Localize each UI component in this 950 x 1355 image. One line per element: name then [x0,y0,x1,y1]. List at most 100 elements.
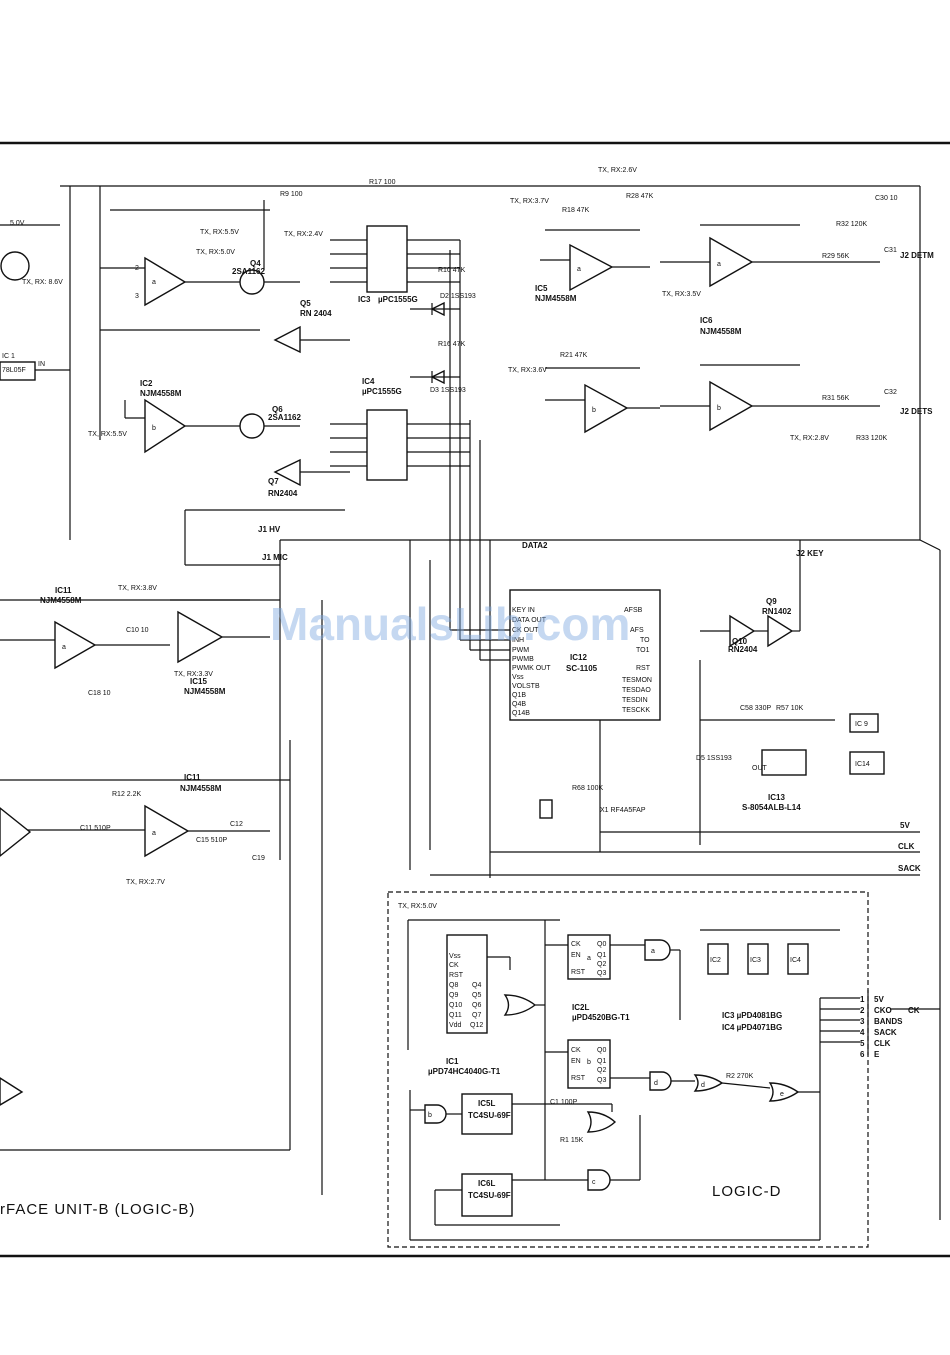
svg-text:IC 9: IC 9 [855,721,868,728]
svg-text:d: d [654,1080,658,1087]
svg-text:IN: IN [38,361,45,368]
ic9-box [849,713,879,733]
v-annot-5-5: TX, RX:5.5V [200,229,239,236]
r66-label: C18 10 [88,690,111,697]
ic1-part: µPD74HC4040G-T1 [428,1067,501,1076]
v-annot-2-4: TX, RX:2.4V [284,231,323,238]
ic3-timer: IC3 µPC1555G [330,225,460,304]
ic12-pin-afsb: AFSB [624,607,643,614]
ic2-power-box [707,943,729,975]
ic12-controller: IC12 SC-1105 KEY IN DATA OUT CK OUT INH … [509,589,661,721]
svg-text:Q3: Q3 [597,1077,606,1084]
ic2-part: NJM4558M [140,389,182,398]
svg-text:Q2: Q2 [597,1067,606,1074]
logic-part-ic3: IC3 µPD4081BG [722,1011,782,1020]
svg-text:a: a [152,279,156,286]
ic5l-part: TC4SU-69F [468,1111,511,1120]
r9-label: R9 100 [280,191,303,198]
svg-text:Q2: Q2 [597,961,606,968]
ic12-pin-q4b: Q4B [512,701,526,708]
opamp-ic2-a: a 2 3 [100,209,270,331]
ic12-pin-keyin: KEY IN [512,607,535,614]
svg-text:Q1: Q1 [597,1058,606,1065]
svg-text:CK: CK [908,1006,920,1015]
transistor-q9: Q9 RN1402 [754,540,801,648]
ic6l-ref: IC6L [478,1179,495,1188]
ic1-ref: IC1 [446,1057,459,1066]
svg-text:Q0: Q0 [597,1047,606,1054]
logic-d-title: LOGIC-D [712,1183,782,1200]
and-gate-ic3-c [587,1169,611,1191]
r21-label: R21 47K [560,352,588,359]
svg-text:5: 5 [860,1039,865,1048]
svg-text:RST: RST [571,969,586,976]
ic13-ref: IC13 [768,793,785,802]
transistor-q4: Q4 2SA1162 [232,200,300,295]
q10-part: RN2404 [728,645,758,654]
q9-part: RN1402 [762,607,792,616]
svg-text:CK: CK [571,941,581,948]
and-gate-ic3-a [644,939,671,961]
svg-text:a: a [577,266,581,273]
svg-text:4: 4 [860,1028,865,1037]
q5-ref: Q5 [300,299,311,308]
ic13-part: S-8054ALB-L14 [742,803,801,812]
svg-text:e: e [780,1091,784,1098]
svg-text:3: 3 [860,1017,865,1026]
svg-text:IC 1: IC 1 [2,353,15,360]
ic4-ref: IC4 [362,377,375,386]
v-annot-3-7: TX, RX:3.7V [510,198,549,205]
logic-d-frame [387,891,869,1248]
opamp-ic11-b: a IC11 NJM4558M [0,773,290,858]
d2-label: D2 1SS193 [440,293,476,300]
ic5l-ref: IC5L [478,1099,495,1108]
ic1-pin-q8: Q8 [449,982,458,989]
svg-text:CKO: CKO [874,1006,892,1015]
v-annot-3-3: TX, RX:3.3V [174,671,213,678]
ic12-ref: IC12 [570,653,587,662]
opamp-ic2-b: b IC2 NJM4558M [124,379,240,454]
ic1-pin-vss: Vss [449,953,461,960]
or-gate-ic4-e [768,1082,800,1102]
ic11b-ref: IC11 [184,773,201,782]
q9-ref: Q9 [766,597,777,606]
svg-text:c: c [592,1179,596,1186]
ic12-pin-pwm: PWM [512,647,529,654]
v-annot-5-5b: TX, RX:5.5V [88,431,127,438]
ic11b-part: NJM4558M [180,784,222,793]
opamp-ic15: IC15 NJM4558M [170,599,270,696]
q7-ref: Q7 [268,477,279,486]
transistor-q6: Q6 2SA1162 [239,405,301,439]
svg-text:a: a [717,261,721,268]
ic12-pin-volstb: VOLSTB [512,683,540,690]
d5-label: D5 1SS193 [696,755,732,762]
svg-text:6: 6 [860,1050,865,1059]
svg-text:d: d [701,1082,705,1089]
r16-label: R16 47K [438,341,466,348]
ic6l-part: TC4SU-69F [468,1191,511,1200]
q10-ref: Q10 [732,637,748,646]
ic1-pin-q10: Q10 [449,1002,462,1009]
svg-text:a: a [651,948,655,955]
svg-text:IC14: IC14 [855,761,870,768]
ic1-pin-q9: Q9 [449,992,458,999]
q6-part: 2SA1162 [268,413,301,422]
ic14-box [849,751,885,775]
svg-text:b: b [592,407,596,414]
diode-d2: D2 1SS193 [410,293,476,317]
j1-mic-label: J1 MIC [262,553,288,562]
ic12-pin-tesckk: TESCKK [622,707,650,714]
q4-part: 2SA1162 [232,267,265,276]
j1-hv-label: J1 HV [258,525,281,534]
svg-text:IC3: IC3 [750,957,761,964]
ic3-ref: IC3 [358,295,371,304]
ic1-pin-ck: CK [449,962,459,969]
ic1-pin-q4: Q4 [472,982,481,989]
opamp-ic11-a: a IC11 NJM4558M [0,586,170,670]
ic3-part: µPC1555G [378,295,418,304]
c80-label: R12 2.2K [112,791,142,798]
j2-dets-label: J2 DETS [900,407,933,416]
q7-part: RN2404 [268,489,298,498]
and-gate-ic3-d [649,1071,672,1091]
